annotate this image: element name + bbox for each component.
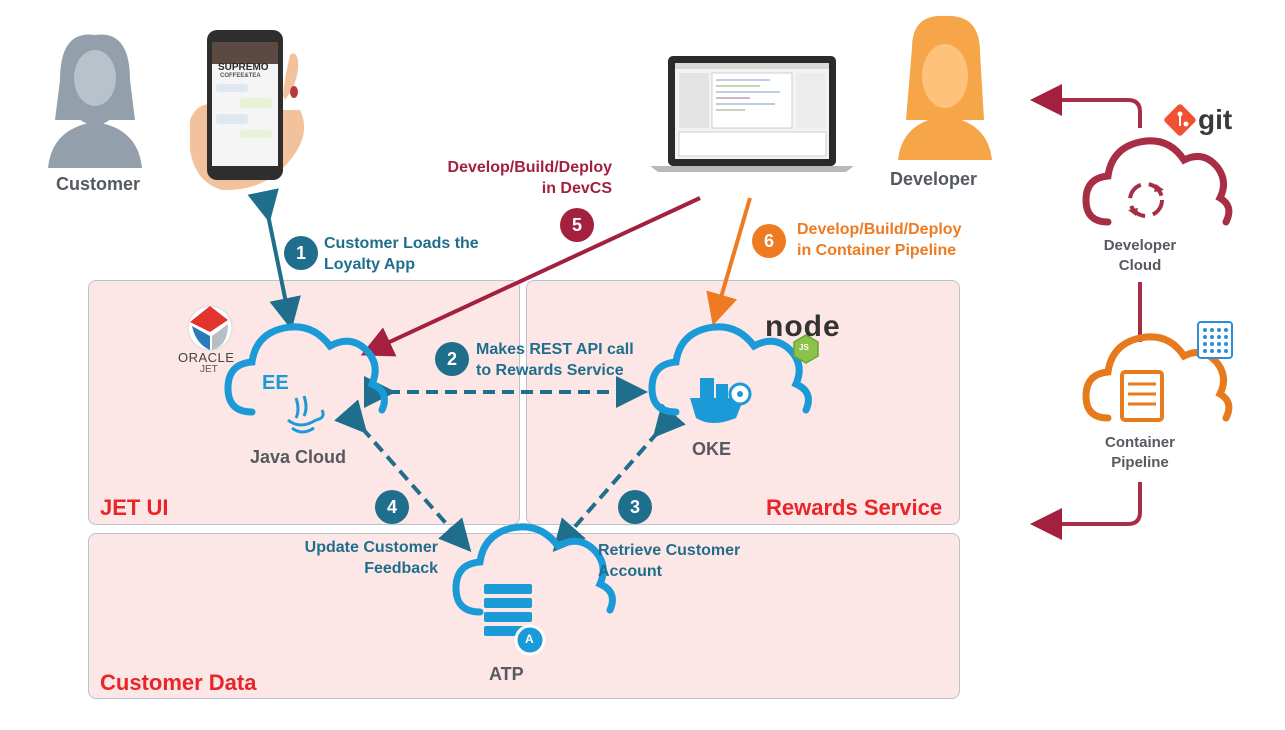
- java-cloud-badge: EE: [262, 372, 289, 394]
- arrow-pipeline-deploy: [706, 197, 752, 326]
- developer-cloud-icon: [1082, 137, 1233, 226]
- step-badge-4: 4: [375, 490, 409, 524]
- oke-label: OKE: [692, 439, 732, 459]
- git-logo-text: git: [1198, 104, 1233, 135]
- step-badge-5: 5: [560, 208, 594, 242]
- arrow-customer-load: [247, 188, 301, 330]
- git-logo-icon: [1164, 104, 1196, 136]
- kubernetes-grid-icon: [1197, 321, 1233, 359]
- phone-in-hand-icon: [190, 30, 305, 191]
- oracle-jet-logo-icon: [187, 305, 233, 351]
- developer-cloud-label: Developer Cloud: [1103, 237, 1177, 274]
- atp-cloud-icon: [452, 523, 616, 656]
- step-text-1: Customer Loads the Loyalty App: [324, 235, 479, 273]
- node-logo-text: node: [765, 310, 841, 343]
- atp-badge: A: [525, 632, 534, 646]
- step-text-5: Develop/Build/Deploy in DevCS: [447, 159, 612, 197]
- arrow-retrieve-account: [552, 403, 686, 553]
- step-text-3: Retrieve Customer Account: [598, 542, 741, 580]
- zone-title-jet-ui: JET UI: [100, 495, 169, 520]
- phone-brand: SUPREMO: [218, 62, 269, 73]
- step-text-2: Makes REST API call to Rewards Service: [476, 341, 634, 379]
- step-badge-1: 1: [284, 236, 318, 270]
- arrow-devcs-deploy: [360, 196, 701, 357]
- container-pipeline-icon: [1082, 333, 1233, 422]
- step-badge-3: 3: [618, 490, 652, 524]
- step-text-4: Update Customer Feedback: [304, 539, 438, 577]
- container-pipeline-label: Container Pipeline: [1104, 434, 1175, 471]
- arrow-update-feedback: [334, 399, 472, 553]
- zone-title-customer-data: Customer Data: [100, 670, 257, 695]
- atp-label: ATP: [489, 664, 524, 684]
- phone-subtitle: COFFEE&TEA: [220, 73, 261, 79]
- zone-title-rewards-service: Rewards Service: [766, 495, 943, 520]
- nodejs-logo-icon: [793, 334, 819, 364]
- developer-label: Developer: [890, 169, 978, 189]
- step-badge-2: 2: [435, 342, 469, 376]
- node-js-text: JS: [799, 343, 809, 352]
- java-cloud-label: Java Cloud: [250, 447, 347, 467]
- step-text-6: Develop/Build/Deploy in Container Pipeli…: [797, 221, 962, 259]
- step-badge-6: 6: [752, 224, 786, 258]
- customer-label: Customer: [56, 174, 141, 194]
- java-cloud-icon: [224, 323, 388, 434]
- developer-silhouette-icon: [898, 15, 992, 160]
- laptop-icon: [650, 56, 854, 172]
- customer-silhouette-icon: [48, 34, 142, 168]
- oracle-logo-text: ORACLE: [178, 350, 235, 365]
- oke-cloud-icon: [648, 323, 812, 423]
- oracle-jet-text: JET: [200, 364, 218, 375]
- devops-side-graphics: [1030, 84, 1142, 540]
